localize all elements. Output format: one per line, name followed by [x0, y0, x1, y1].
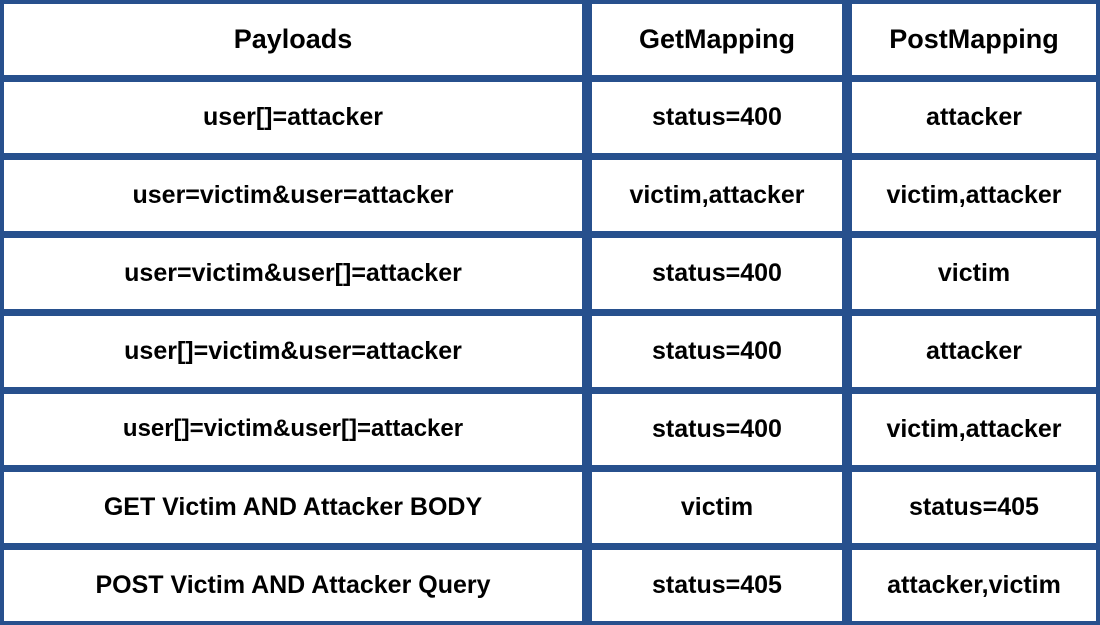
table-row: POST Victim AND Attacker Query status=40…	[4, 550, 1096, 621]
cell-getmapping: status=400	[592, 394, 842, 465]
cell-postmapping: victim,attacker	[852, 394, 1096, 465]
table-row: user[]=victim&user=attacker status=400 a…	[4, 316, 1096, 387]
cell-payload: POST Victim AND Attacker Query	[4, 550, 582, 621]
table-header-row: Payloads GetMapping PostMapping	[4, 4, 1096, 75]
cell-postmapping: victim,attacker	[852, 160, 1096, 231]
column-header-postmapping: PostMapping	[852, 4, 1096, 75]
table-row: user=victim&user[]=attacker status=400 v…	[4, 238, 1096, 309]
cell-postmapping: attacker	[852, 82, 1096, 153]
table-row: user[]=attacker status=400 attacker	[4, 82, 1096, 153]
cell-getmapping: victim	[592, 472, 842, 543]
cell-postmapping: attacker	[852, 316, 1096, 387]
column-header-payloads: Payloads	[4, 4, 582, 75]
cell-payload: user=victim&user[]=attacker	[4, 238, 582, 309]
cell-payload: user=victim&user=attacker	[4, 160, 582, 231]
cell-postmapping: attacker,victim	[852, 550, 1096, 621]
cell-getmapping: victim,attacker	[592, 160, 842, 231]
cell-payload: user[]=attacker	[4, 82, 582, 153]
cell-getmapping: status=405	[592, 550, 842, 621]
cell-payload: GET Victim AND Attacker BODY	[4, 472, 582, 543]
cell-getmapping: status=400	[592, 238, 842, 309]
column-header-getmapping: GetMapping	[592, 4, 842, 75]
cell-getmapping: status=400	[592, 316, 842, 387]
table-row: GET Victim AND Attacker BODY victim stat…	[4, 472, 1096, 543]
cell-payload: user[]=victim&user[]=attacker	[4, 394, 582, 465]
cell-getmapping: status=400	[592, 82, 842, 153]
table-row: user[]=victim&user[]=attacker status=400…	[4, 394, 1096, 465]
table-row: user=victim&user=attacker victim,attacke…	[4, 160, 1096, 231]
cell-postmapping: status=405	[852, 472, 1096, 543]
cell-payload: user[]=victim&user=attacker	[4, 316, 582, 387]
cell-postmapping: victim	[852, 238, 1096, 309]
